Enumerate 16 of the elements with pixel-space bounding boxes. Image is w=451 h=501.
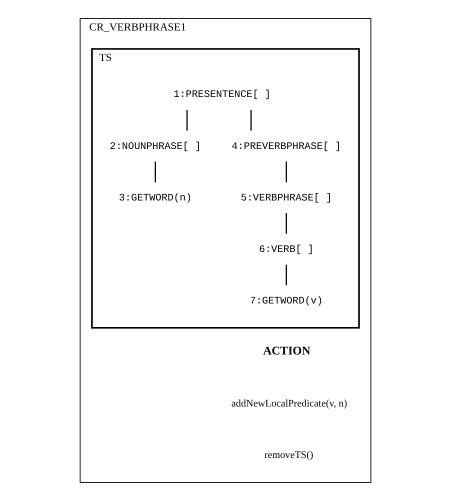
connector [286, 213, 287, 234]
label: addNewLocalPredicate(v, n) [231, 398, 348, 410]
connector [186, 110, 188, 131]
connector [286, 162, 287, 182]
node-text: 5:VERBPHRASE[ ] [240, 193, 332, 204]
node-text: 2:NOUNPHRASE[ ] [110, 142, 201, 153]
node-text: 7:GETWORD(v) [250, 296, 323, 308]
connector [286, 264, 287, 286]
node-text: 6:VERB[ ] [259, 244, 314, 256]
node-text: 4:PREVERBPHRASE[ ] [232, 142, 342, 153]
label: ACTION [263, 344, 310, 358]
connector [154, 162, 156, 182]
node-text: 3:GETWORD(n) [118, 193, 192, 204]
label: removeTS() [264, 450, 314, 462]
connector [250, 110, 252, 131]
node-text: 1:PRESENTENCE[ ] [174, 90, 271, 102]
